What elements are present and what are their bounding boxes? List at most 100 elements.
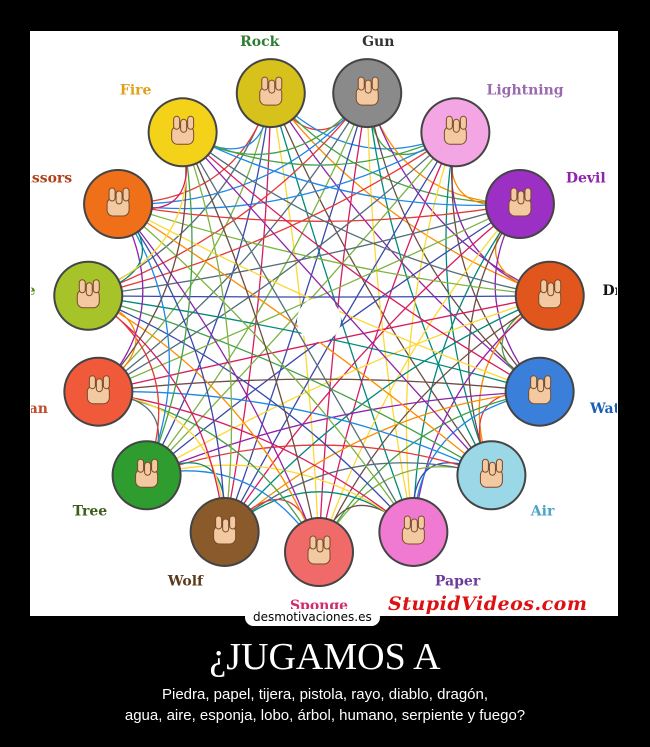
hand-finger (445, 115, 453, 130)
hand-icon (443, 115, 467, 145)
connection-line (318, 295, 551, 553)
poster-title: ¿JUGAMOS A (209, 636, 441, 678)
hand-finger (122, 187, 130, 202)
node-lightning: Lightning (420, 82, 564, 168)
hand-finger (357, 76, 365, 91)
hand-finger (275, 76, 283, 91)
node-fire: Fire (120, 82, 218, 168)
connection-line (88, 92, 368, 297)
connection-line (182, 132, 233, 533)
hand-finger (517, 190, 525, 205)
hand-finger (410, 518, 418, 533)
hand-finger (403, 515, 411, 530)
hand-finger (88, 375, 96, 390)
connection-line (97, 132, 187, 393)
connection-line (87, 295, 320, 553)
caption-line-1: Piedra, papel, tijera, pistola, rayo, di… (161, 686, 489, 703)
connection-line (117, 203, 320, 553)
hand-finger (481, 458, 489, 473)
hand-icon (76, 279, 100, 309)
connection-line (412, 203, 521, 532)
connection-line (182, 131, 550, 297)
connection-line (445, 132, 493, 476)
connection-line (318, 132, 456, 553)
hand-icon (106, 187, 130, 217)
hand-finger (187, 115, 195, 130)
connection-line (117, 203, 521, 222)
watermark-logo: StupidVideos.com (388, 593, 588, 615)
node-label: Rock (240, 34, 279, 50)
hand-finger (547, 282, 555, 297)
connection-line (146, 92, 272, 476)
connection-line (88, 295, 550, 298)
node-air: Air (456, 440, 555, 520)
node-label: Water (589, 401, 618, 417)
node-snake: Snake (31, 260, 124, 331)
hand-icon (538, 279, 562, 309)
connection-line (117, 203, 550, 297)
connection-line (270, 92, 550, 297)
hand-finger (544, 375, 552, 390)
node-dragon: Dragon (514, 260, 618, 331)
node-label: Lightning (487, 82, 564, 98)
poster-caption: Piedra, papel, tijera, pistola, rayo, di… (0, 684, 650, 726)
connection-line (467, 203, 521, 476)
connection-line (182, 132, 320, 553)
connection-line (146, 391, 540, 476)
connection-line (118, 92, 368, 205)
hand-finger (371, 76, 379, 91)
site-tag[interactable]: desmotivaciones.es (245, 609, 380, 626)
hand-finger (554, 279, 562, 294)
connection-line (182, 131, 540, 393)
connection-line (182, 131, 456, 166)
connection-lines (87, 92, 551, 553)
hand-icon (401, 515, 425, 545)
node-label: Wolf (167, 573, 204, 589)
node-devil: Devil (484, 169, 606, 239)
hand-finger (144, 461, 152, 476)
connection-line (366, 92, 541, 393)
connection-line (117, 131, 456, 210)
hand-finger (540, 279, 548, 294)
hand-finger (151, 458, 159, 473)
diagram-nodes: Rock GunLightningDevilDragonWaterAirPaper… (31, 34, 618, 614)
caption-line-2: agua, aire, esponja, lobo, árbol, humano… (124, 707, 526, 724)
connection-line (405, 132, 456, 533)
connection-line (270, 92, 492, 476)
node-label: Paper (435, 573, 481, 589)
connection-line (224, 462, 492, 533)
node-human: Human (31, 356, 134, 427)
node-paper: Paper (378, 496, 481, 589)
connection-line (98, 390, 492, 476)
connection-line (270, 92, 541, 393)
node-rock: Rock (235, 34, 306, 129)
connection-line (366, 92, 492, 476)
node-label: Devil (566, 171, 606, 187)
hand-finger (85, 282, 93, 297)
connection-line (270, 92, 520, 205)
connection-line (146, 464, 414, 533)
node-label: Gun (362, 34, 394, 50)
node-label: Tree (73, 504, 108, 520)
hand-icon (135, 458, 159, 488)
connection-line (88, 295, 492, 476)
connection-line (182, 131, 492, 476)
poster-frame: Rock GunLightningDevilDragonWaterAirPaper… (30, 31, 618, 616)
connection-line (224, 391, 540, 533)
connection-line (145, 132, 193, 476)
hand-finger (488, 461, 496, 476)
connection-line (97, 92, 368, 393)
connection-line (182, 131, 414, 533)
connection-line (88, 203, 521, 297)
node-label: Dragon (602, 283, 618, 299)
node-gun: Gun (332, 34, 403, 129)
connection-line (182, 131, 520, 206)
hand-finger (173, 115, 181, 130)
connection-line (223, 93, 272, 533)
hand-game-diagram: Rock GunLightningDevilDragonWaterAirPaper… (31, 34, 618, 614)
node-label: Fire (120, 82, 152, 98)
connection-line (451, 132, 541, 393)
node-label: Human (31, 401, 48, 417)
hand-finger (537, 378, 545, 393)
hand-finger (92, 279, 100, 294)
